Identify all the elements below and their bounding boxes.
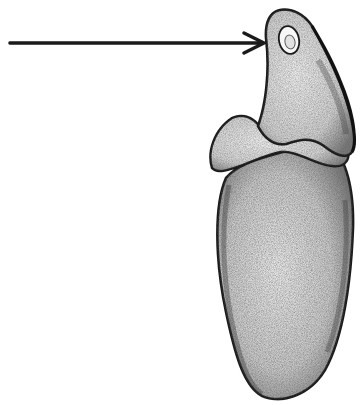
tooth-root xyxy=(217,145,353,399)
arrow-right-icon xyxy=(10,33,264,53)
tooth-crown xyxy=(258,10,354,156)
